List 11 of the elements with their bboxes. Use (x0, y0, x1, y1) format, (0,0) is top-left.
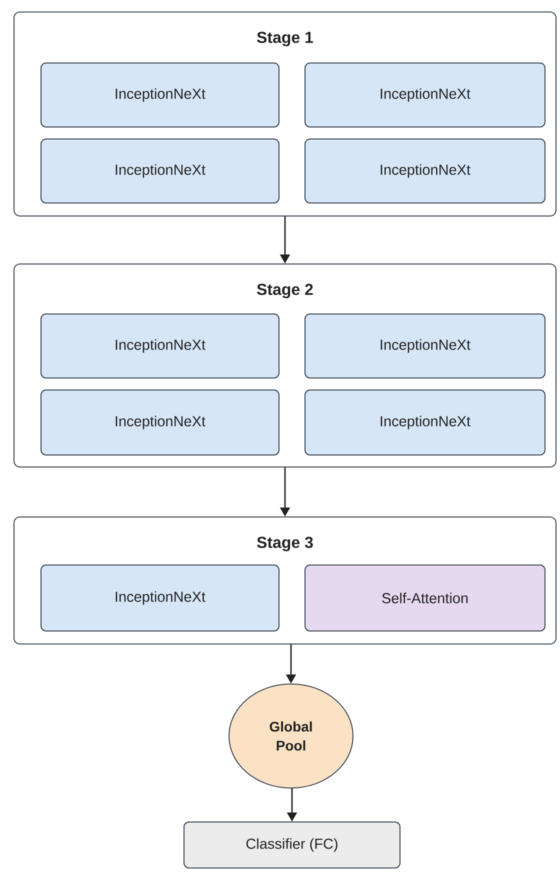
block-box: Self-Attention (304, 564, 546, 632)
block-box: InceptionNeXt (40, 314, 280, 378)
block-box: InceptionNeXt (304, 314, 546, 378)
block-box: InceptionNeXt (304, 390, 546, 456)
block-box: InceptionNeXt (40, 390, 280, 456)
block-box: InceptionNeXt (40, 62, 280, 128)
block-box: InceptionNeXt (304, 138, 546, 204)
classifier-box: Classifier (FC) (184, 822, 400, 868)
block-box: InceptionNeXt (304, 62, 546, 128)
block-box: InceptionNeXt (40, 564, 280, 632)
block-box: InceptionNeXt (40, 138, 280, 204)
